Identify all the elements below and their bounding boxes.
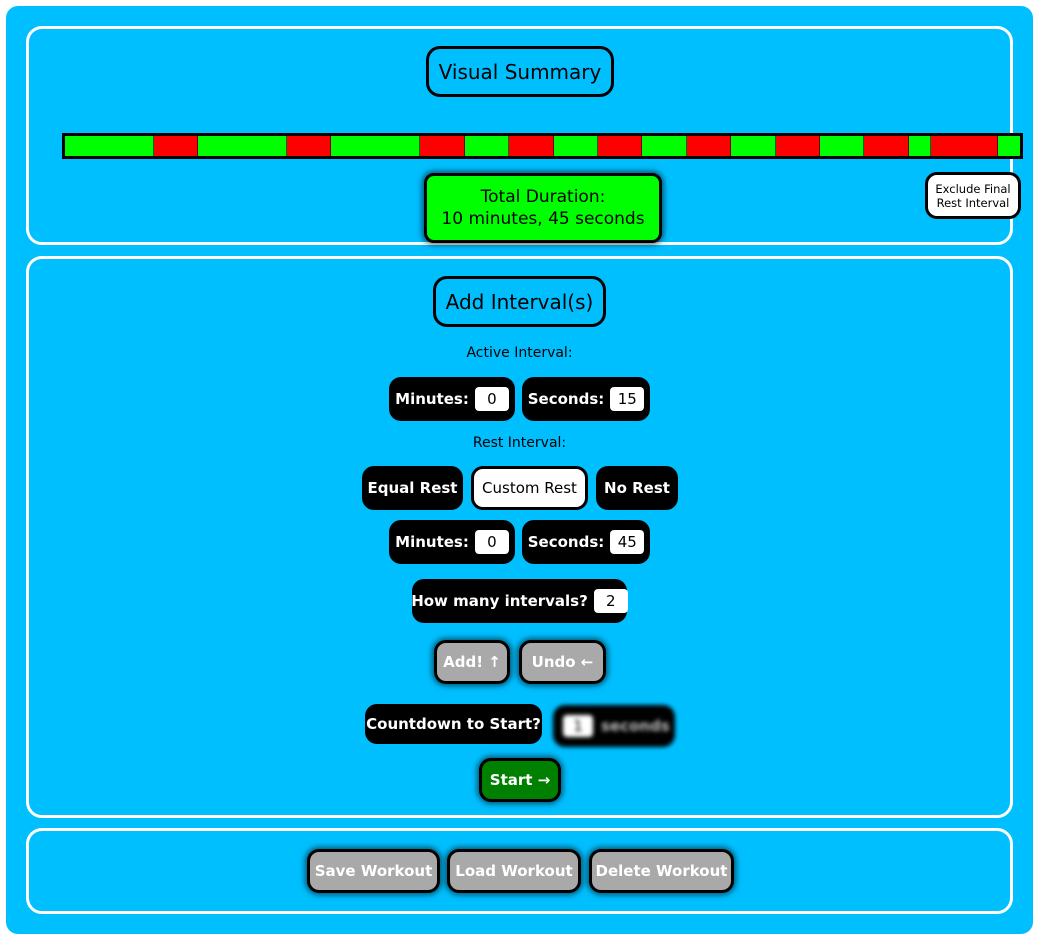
no-rest-button[interactable]: No Rest (596, 466, 678, 510)
timeline-segment-active (198, 136, 288, 156)
rest-seconds-input[interactable]: 45 (610, 530, 645, 554)
load-workout-button[interactable]: Load Workout (447, 849, 581, 893)
interval-count-label: How many intervals? (411, 592, 588, 610)
timeline-segment-rest (420, 136, 465, 156)
active-seconds-group: Seconds: 15 (522, 377, 650, 421)
start-button[interactable]: Start → (479, 758, 561, 802)
custom-rest-button[interactable]: Custom Rest (471, 466, 588, 510)
delete-workout-button[interactable]: Delete Workout (589, 849, 734, 893)
active-interval-label: Active Interval: (466, 345, 573, 361)
active-seconds-label: Seconds: (527, 390, 605, 408)
countdown-unit-label: seconds (601, 717, 670, 735)
timeline-segment-rest (775, 136, 820, 156)
timeline-segment-rest (153, 136, 199, 156)
save-workout-button[interactable]: Save Workout (307, 849, 440, 893)
timeline-segment-active (331, 136, 421, 156)
countdown-seconds-input[interactable]: 1 (563, 715, 593, 737)
equal-rest-button[interactable]: Equal Rest (362, 466, 463, 510)
timeline-segment-active (819, 136, 865, 156)
add-intervals-heading: Add Interval(s) (433, 276, 606, 327)
exclude-line-2: Rest Interval (936, 195, 1010, 210)
undo-button[interactable]: Undo ← (519, 640, 606, 684)
interval-timer-app: Visual Summary Total Duration: 10 minute… (6, 6, 1033, 934)
timeline-segment-rest (686, 136, 732, 156)
equal-rest-label: Equal Rest (367, 479, 458, 497)
total-duration-value: 10 minutes, 45 seconds (441, 209, 645, 229)
custom-rest-label: Custom Rest (482, 479, 577, 497)
timeline-segment-active (997, 136, 1020, 156)
total-duration-label: Total Duration: (480, 187, 606, 207)
timeline-segment-rest (930, 136, 998, 156)
timeline-segment-active (464, 136, 510, 156)
active-minutes-group: Minutes: 0 (389, 377, 515, 421)
interval-timeline-bar (62, 133, 1023, 159)
timeline-segment-rest (597, 136, 643, 156)
timeline-segment-active (553, 136, 598, 156)
rest-minutes-group: Minutes: 0 (389, 520, 515, 564)
timeline-segment-active (642, 136, 687, 156)
rest-seconds-group: Seconds: 45 (522, 520, 650, 564)
timeline-segment-active (908, 136, 931, 156)
visual-summary-panel: Visual Summary Total Duration: 10 minute… (26, 26, 1023, 245)
active-minutes-label: Minutes: (395, 390, 469, 408)
exclude-final-rest-button[interactable]: Exclude Final Rest Interval (925, 172, 1021, 219)
add-button[interactable]: Add! ↑ (434, 640, 510, 684)
add-intervals-panel: Add Interval(s) Active Interval: Minutes… (26, 256, 1013, 818)
no-rest-label: No Rest (604, 479, 670, 497)
rest-seconds-label: Seconds: (527, 533, 605, 551)
countdown-label: Countdown to Start? (366, 715, 541, 733)
timeline-segment-rest (287, 136, 332, 156)
timeline-segment-active (731, 136, 776, 156)
rest-minutes-input[interactable]: 0 (474, 530, 509, 554)
exclude-line-1: Exclude Final (935, 181, 1011, 196)
active-minutes-input[interactable]: 0 (474, 387, 509, 411)
rest-interval-label: Rest Interval: (472, 435, 567, 451)
countdown-seconds-group: 1 seconds (553, 705, 675, 747)
visual-summary-heading: Visual Summary (426, 46, 614, 97)
timeline-segment-rest (864, 136, 909, 156)
countdown-toggle-button[interactable]: Countdown to Start? (365, 704, 542, 744)
interval-count-input[interactable]: 2 (593, 589, 628, 613)
rest-minutes-label: Minutes: (395, 533, 469, 551)
interval-count-group: How many intervals? 2 (411, 579, 628, 623)
total-duration-box: Total Duration: 10 minutes, 45 seconds (424, 173, 662, 243)
active-seconds-input[interactable]: 15 (610, 387, 645, 411)
timeline-segment-rest (509, 136, 554, 156)
timeline-segment-active (65, 136, 154, 156)
workout-storage-panel: Save Workout Load Workout Delete Workout (26, 828, 1013, 914)
